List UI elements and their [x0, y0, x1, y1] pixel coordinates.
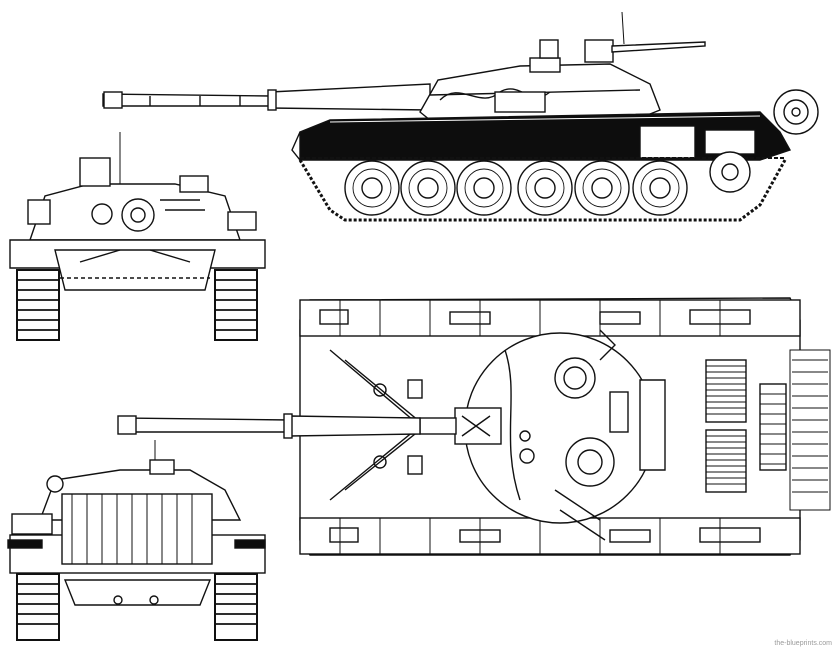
side-gun-barrel	[102, 83, 431, 111]
rear-tracks	[16, 573, 258, 641]
front-hull	[9, 239, 266, 291]
watermark-text: the-blueprints.com	[774, 640, 832, 647]
side-hull	[291, 111, 792, 162]
rear-hull	[7, 493, 266, 606]
top-gun-barrel	[117, 407, 502, 445]
side-turret	[419, 11, 706, 121]
top-turret	[464, 329, 666, 541]
rear-view	[7, 440, 266, 641]
top-engine-grilles	[705, 349, 831, 511]
side-track	[298, 157, 787, 222]
side-road-wheels	[344, 151, 751, 216]
top-view	[117, 297, 831, 556]
front-view	[9, 132, 266, 341]
front-turret	[27, 132, 257, 241]
front-tracks	[16, 269, 258, 341]
side-view	[102, 11, 819, 222]
side-rear-drum	[773, 89, 819, 135]
